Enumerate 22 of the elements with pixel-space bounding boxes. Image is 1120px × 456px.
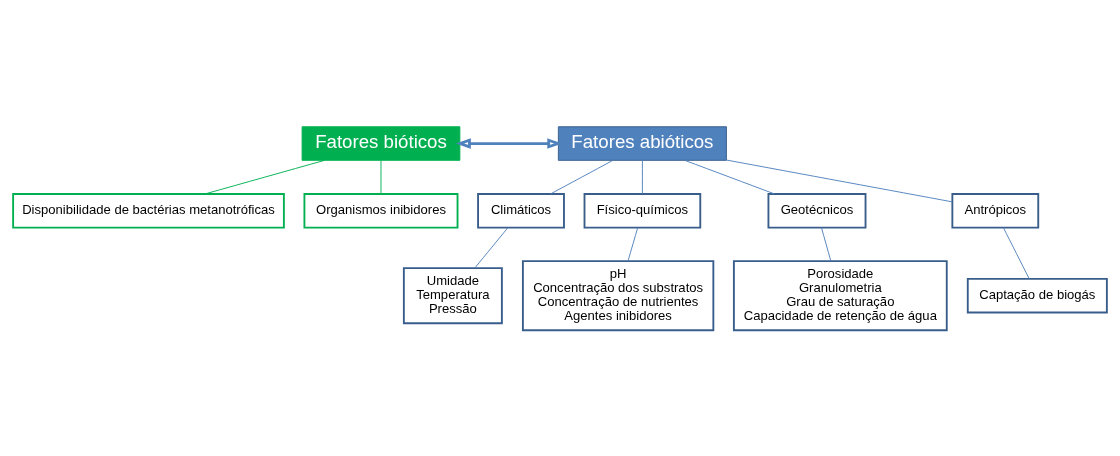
node-box: Umidade Temperatura Pressão: [402, 266, 503, 324]
node-box: Físico-químicos: [583, 192, 702, 228]
connector: [726, 159, 953, 202]
node-box: Organismos inibidores: [303, 192, 459, 228]
connector: [204, 159, 325, 194]
node-box: Captação de biogás: [966, 277, 1108, 313]
connector: [627, 226, 639, 261]
connector: [684, 159, 775, 194]
node-box: Fatores abióticos: [557, 125, 727, 161]
node-box: Geotécnicos: [767, 192, 867, 228]
node-box: pH Concentração dos substratos Concentração de nutrientes Agentes inibidores: [521, 259, 715, 331]
connector: [821, 226, 832, 261]
node-box: Climáticos: [477, 192, 565, 228]
node-box: Fatores bióticos: [301, 125, 461, 161]
connector: [380, 159, 382, 194]
connector: [1002, 226, 1030, 279]
node-box: Disponibilidade de bactérias metanotróficas: [12, 192, 285, 228]
node-box: Porosidade Granulometria Grau de saturação Capacidade de retenção de água: [732, 259, 948, 331]
node-box: Antrópicos: [951, 192, 1040, 228]
connector: [474, 226, 509, 268]
connector: [641, 159, 643, 194]
connector: [550, 159, 614, 194]
